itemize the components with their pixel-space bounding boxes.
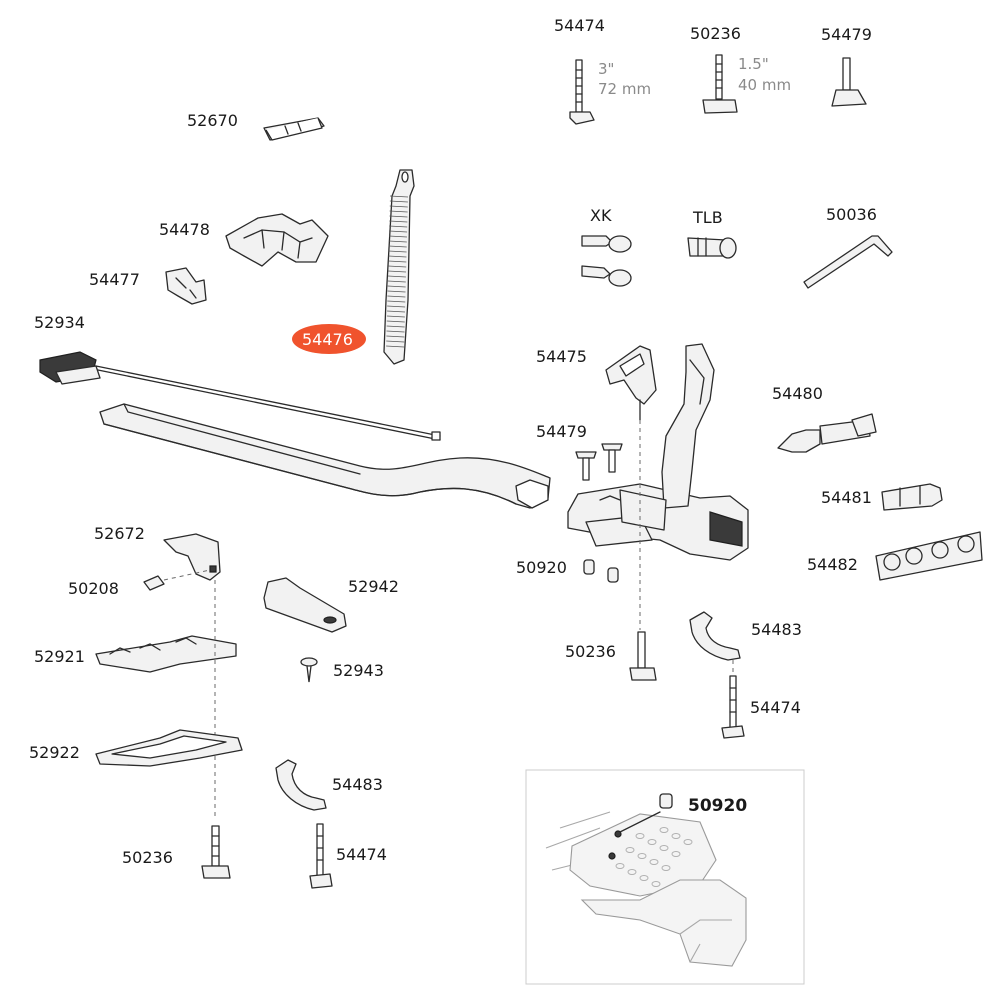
label-52670: 52670: [187, 111, 238, 130]
key-icon: [581, 235, 613, 247]
label-52672: 52672: [94, 524, 145, 543]
label-54477: 54477: [89, 270, 140, 289]
strap-54476: [383, 169, 415, 365]
keys-xk: [581, 235, 632, 287]
clamp-block-52672: [163, 533, 221, 581]
label-52934: 52934: [34, 313, 85, 332]
label-54479-mid: 54479: [536, 422, 587, 441]
clamp-54483-left: [275, 759, 327, 811]
clip-54477: [165, 267, 207, 305]
t-bolt-50236-right: [629, 631, 657, 681]
bolts-54479-mid: [575, 443, 623, 481]
inset-plate-holes: [615, 827, 693, 887]
label-52921: 52921: [34, 647, 85, 666]
screw-icon: [300, 657, 318, 667]
label-50920: 50920: [516, 558, 567, 577]
dim-50236-mm: 40 mm: [738, 76, 791, 94]
t-bolt-54479-top: [831, 57, 867, 107]
clip-icon: [165, 267, 207, 305]
label-50236-left: 50236: [122, 848, 173, 867]
label-52942: 52942: [348, 577, 399, 596]
clamp-icon: [689, 611, 741, 661]
label-xk: XK: [590, 206, 612, 225]
inset-box: [525, 769, 805, 985]
base-plate-52921: [95, 635, 237, 673]
pad-52942: [263, 577, 347, 633]
t-bolt-50236-left: [201, 825, 231, 879]
end-cap-52934: [39, 351, 441, 441]
pin-50208: [143, 569, 211, 591]
label-54475: 54475: [536, 347, 587, 366]
adapter-icon: [881, 483, 943, 511]
clamp-icon: [275, 759, 327, 811]
dim-54474-inch: 3": [598, 60, 614, 78]
label-tlb: TLB: [692, 208, 723, 227]
t-bolt-54474-top: [569, 59, 595, 125]
knob-icon: [605, 345, 657, 405]
label-50208: 50208: [68, 579, 119, 598]
rail-profile: [99, 403, 551, 509]
label-50920-inset: 50920: [688, 796, 747, 816]
label-54483-left: 54483: [332, 775, 383, 794]
clamp-icon: [163, 533, 221, 581]
spacers-50920-mid: [583, 559, 619, 583]
lock-cylinder-tlb: [687, 237, 737, 259]
dim-50236-inch: 1.5": [738, 55, 769, 73]
t-bolt-icon: [842, 57, 851, 91]
adapter-set-54482: [875, 531, 983, 581]
dim-54474-mm: 72 mm: [598, 80, 651, 98]
clamp-54483-right: [689, 611, 741, 661]
wheel-tray-main: [567, 343, 749, 561]
hex-key-icon: [803, 235, 893, 289]
screw-52943: [300, 657, 318, 683]
strap-holder-54478: [225, 213, 329, 267]
label-54483-right: 54483: [751, 620, 802, 639]
knob-54475: [605, 345, 657, 421]
label-54474-right: 54474: [750, 698, 801, 717]
adapter-54481: [881, 483, 943, 511]
adapter-54480: [777, 413, 877, 453]
frame-holder-icon: [225, 213, 329, 267]
highlight-54476: [292, 324, 366, 354]
label-54482: 54482: [807, 555, 858, 574]
frame-plate-52922: [95, 729, 243, 767]
adapter-icon: [875, 531, 983, 581]
label-50236-top: 50236: [690, 24, 741, 43]
label-54479-top: 54479: [821, 25, 872, 44]
label-52943: 52943: [333, 661, 384, 680]
t-track-bolt-icon: [715, 54, 723, 100]
label-54481: 54481: [821, 488, 872, 507]
t-bolt-50236-top: [702, 54, 738, 114]
label-50236-right: 50236: [565, 642, 616, 661]
label-54476-highlighted: 54476: [302, 330, 353, 349]
spacer-52670: [263, 117, 325, 141]
label-54474-left: 54474: [336, 845, 387, 864]
label-54478: 54478: [159, 220, 210, 239]
label-50036: 50036: [826, 205, 877, 224]
hex-key-50036: [803, 235, 893, 289]
key-icon: [581, 265, 611, 279]
t-bolt-54474-right: [721, 660, 745, 739]
adapter-icon: [777, 429, 821, 453]
label-54480: 54480: [772, 384, 823, 403]
label-54474-top: 54474: [554, 16, 605, 35]
label-52922: 52922: [29, 743, 80, 762]
t-bolt-54474-left: [309, 823, 333, 889]
